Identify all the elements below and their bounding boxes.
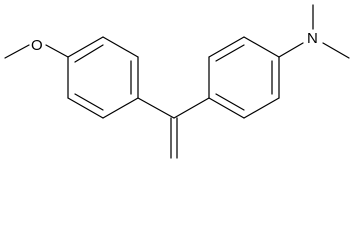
oxygen-atom-label: O bbox=[31, 37, 43, 54]
structure-canvas: O N bbox=[4, 4, 350, 159]
bond-ring-b-2 bbox=[208, 36, 245, 58]
bond-oxygen-ring-a bbox=[45, 44, 69, 58]
bond-ring-b-5 bbox=[243, 97, 280, 119]
bond-ring-a-4 bbox=[102, 97, 139, 119]
bond-ring-b-6 bbox=[208, 97, 245, 119]
molecule-structure: O N bbox=[4, 4, 350, 159]
bond-ring-a-2 bbox=[102, 36, 139, 58]
ring-b bbox=[208, 36, 280, 119]
ring-a bbox=[67, 36, 139, 119]
bond-ring-b-inner-3 bbox=[215, 93, 245, 111]
bond-methyl-oxygen bbox=[4, 44, 30, 59]
bond-central-carbon-ring-b bbox=[173, 97, 210, 119]
bond-ring-a-inner-1 bbox=[74, 44, 104, 63]
bond-ring-a-central-carbon bbox=[137, 97, 175, 119]
bond-ring-b-inner-1 bbox=[215, 44, 245, 62]
bond-ring-a-5 bbox=[67, 97, 104, 119]
bond-ring-a-inner-3 bbox=[74, 93, 104, 111]
bond-ring-b-nitrogen bbox=[278, 42, 304, 58]
bond-nitrogen-methyl-right bbox=[322, 42, 350, 59]
nitrogen-atom-label: N bbox=[307, 30, 318, 47]
bond-ring-a-1 bbox=[67, 36, 104, 58]
bond-ring-b-3 bbox=[243, 36, 280, 58]
